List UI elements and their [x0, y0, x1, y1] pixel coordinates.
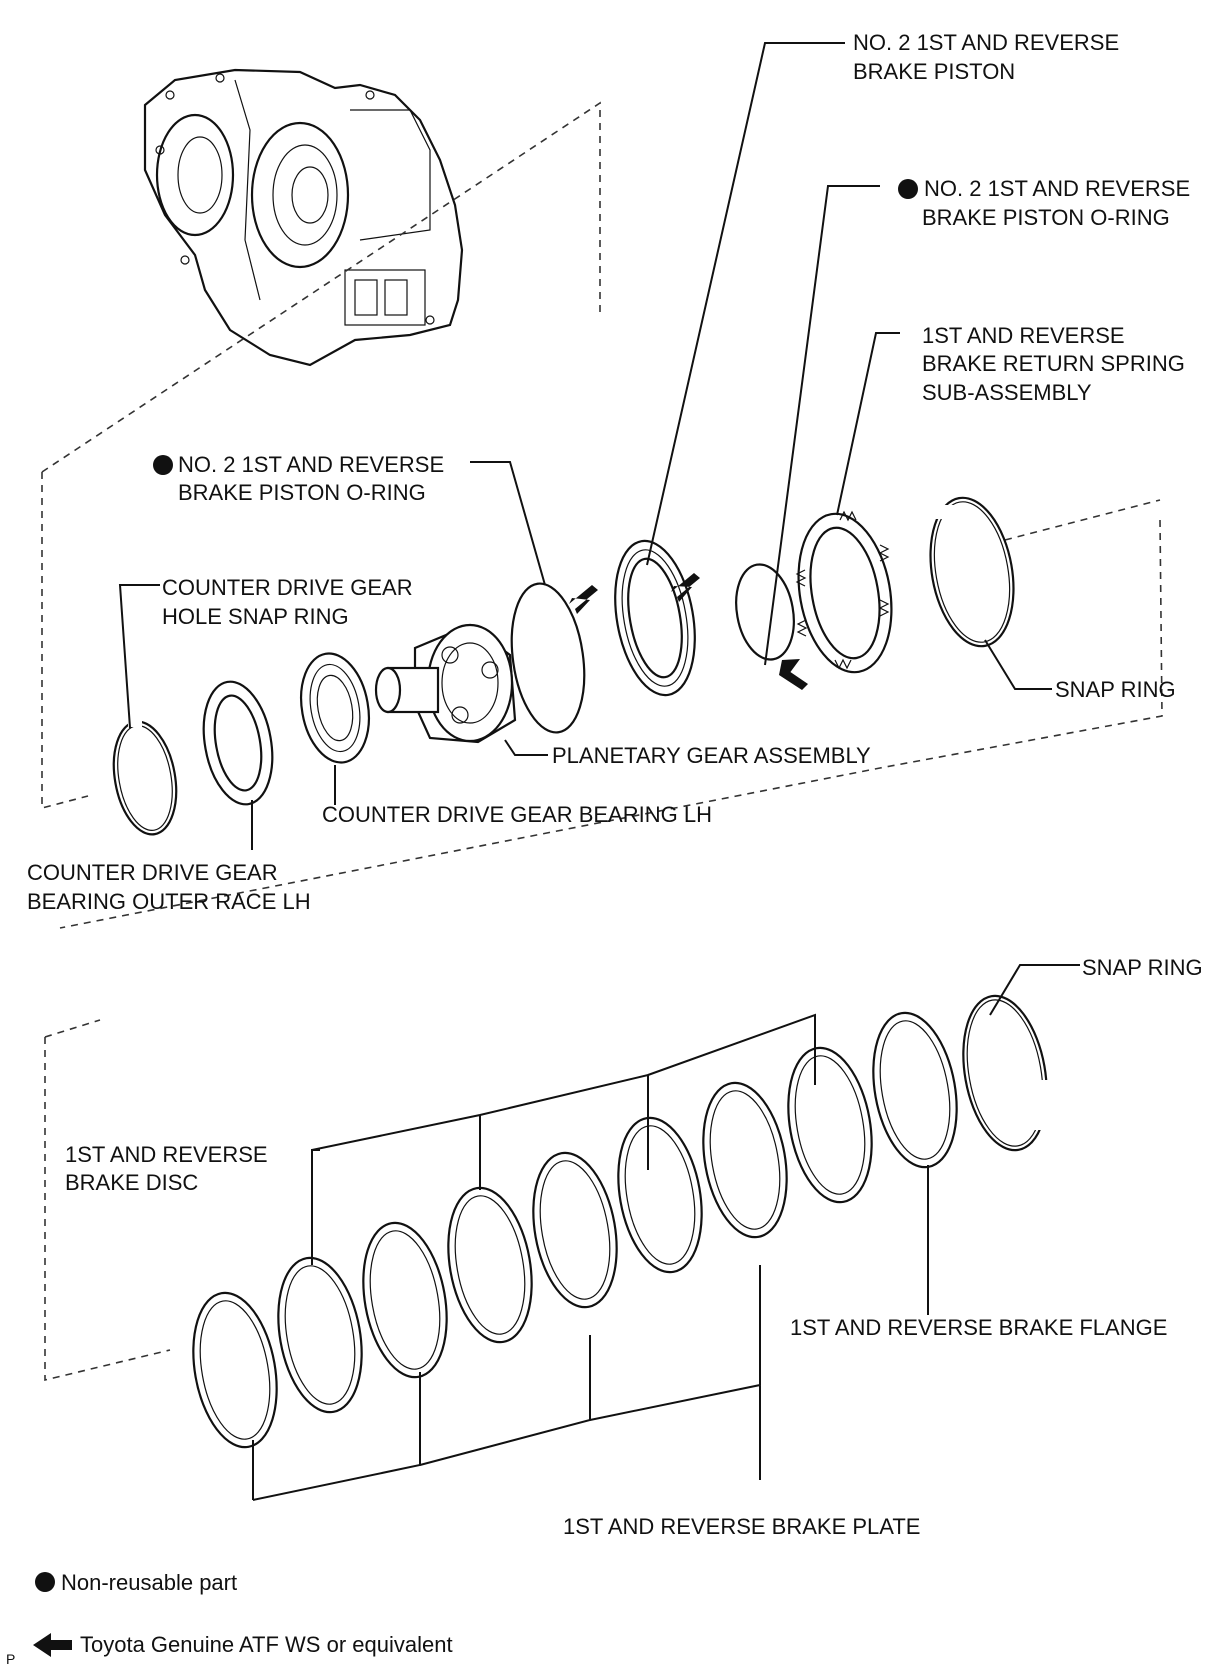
label-piston: NO. 2 1ST AND REVERSE — [853, 30, 1119, 55]
legend-atf: Toyota Genuine ATF WS or equivalent — [80, 1632, 453, 1657]
left-arrow-icon — [33, 1633, 72, 1657]
label-planetary-gear: PLANETARY GEAR ASSEMBLY — [552, 743, 871, 768]
label-piston-oring-left: BRAKE PISTON O-RING — [178, 480, 426, 505]
snap-ring-lower-part — [962, 994, 1055, 1152]
leader-lines — [118, 42, 1080, 1501]
label-hole-snap-ring: HOLE SNAP RING — [162, 604, 349, 629]
label-brake-disc: 1ST AND REVERSE — [65, 1142, 268, 1167]
atf-arrow-icon — [569, 573, 808, 690]
bearing-lh-part — [300, 652, 370, 764]
outer-race-part — [202, 680, 274, 806]
legend: Non-reusable part Toyota Genuine ATF WS … — [33, 1570, 453, 1657]
label-return-spring: BRAKE RETURN SPRING — [922, 351, 1185, 376]
label-piston-oring-left: NO. 2 1ST AND REVERSE — [178, 452, 444, 477]
label-outer-race: COUNTER DRIVE GEAR — [27, 860, 278, 885]
non-reusable-dot-icon — [898, 179, 918, 199]
brake-piston-part — [614, 539, 696, 697]
label-brake-disc: BRAKE DISC — [65, 1170, 198, 1195]
non-reusable-dot-icon — [153, 455, 173, 475]
filled-circle-icon — [35, 1572, 55, 1592]
label-snap-ring-lower: SNAP RING — [1082, 955, 1203, 980]
footer-code: P — [6, 1651, 15, 1667]
return-spring-part — [795, 510, 893, 674]
planetary-gear-part — [374, 623, 517, 744]
brake-disc-stack — [192, 1011, 958, 1449]
transmission-case-drawing — [143, 68, 464, 367]
piston-oring-left-part — [510, 582, 586, 734]
label-snap-ring-upper: SNAP RING — [1055, 677, 1176, 702]
label-hole-snap-ring: COUNTER DRIVE GEAR — [162, 575, 413, 600]
label-outer-race: BEARING OUTER RACE LH — [27, 889, 311, 914]
label-brake-plate: 1ST AND REVERSE BRAKE PLATE — [563, 1514, 920, 1539]
label-piston-oring-right: NO. 2 1ST AND REVERSE — [924, 176, 1190, 201]
labels: NO. 2 1ST AND REVERSE BRAKE PISTON NO. 2… — [27, 30, 1203, 1539]
label-return-spring: SUB-ASSEMBLY — [922, 380, 1092, 405]
lower-dashed-plane — [44, 1019, 171, 1382]
legend-non-reusable: Non-reusable part — [61, 1570, 237, 1595]
label-piston: BRAKE PISTON — [853, 59, 1015, 84]
piston-oring-right-part — [735, 563, 795, 661]
hole-snap-ring-part — [112, 718, 178, 836]
label-brake-flange: 1ST AND REVERSE BRAKE FLANGE — [790, 1315, 1167, 1340]
upper-dashed-plane — [41, 101, 1163, 929]
snap-ring-upper-part — [929, 496, 1015, 648]
label-piston-oring-right: BRAKE PISTON O-RING — [922, 205, 1170, 230]
label-bearing-lh: COUNTER DRIVE GEAR BEARING LH — [322, 802, 712, 827]
label-return-spring: 1ST AND REVERSE — [922, 323, 1125, 348]
